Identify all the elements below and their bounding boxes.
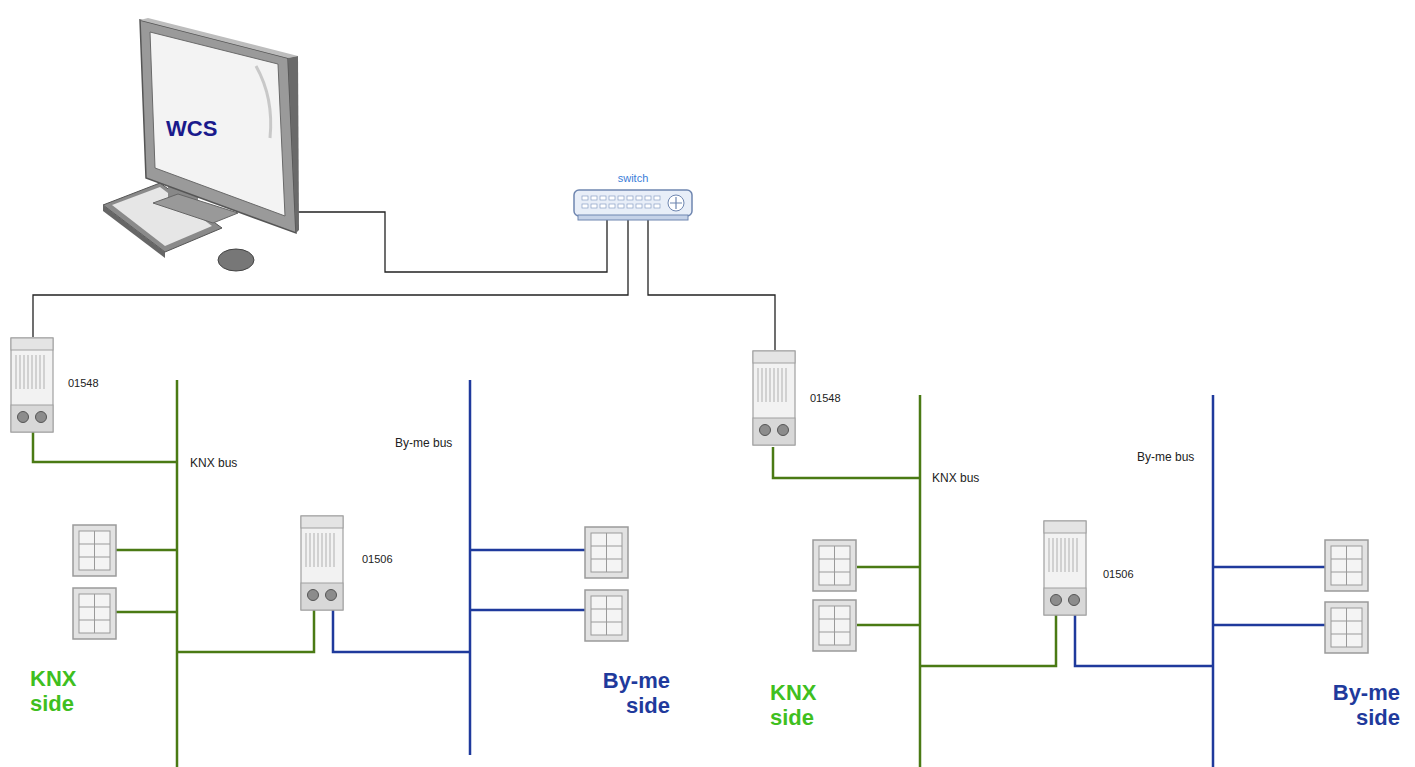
din-module <box>1043 520 1087 616</box>
workstation-monitor: WCS <box>138 18 300 240</box>
network-cable <box>298 212 607 272</box>
side-label: KNX side <box>770 680 860 731</box>
keypad <box>585 590 628 641</box>
din-module <box>10 337 54 433</box>
din-module <box>300 515 344 611</box>
switch-shape <box>572 188 694 222</box>
mouse <box>218 249 254 271</box>
gateway-module: 01506 <box>1043 520 1153 616</box>
part-number: 01506 <box>1103 568 1134 580</box>
keypad <box>813 600 856 651</box>
keypad <box>73 525 116 576</box>
device-caption: switch <box>572 172 694 184</box>
keypad <box>813 540 856 591</box>
part-number: 01548 <box>68 377 99 389</box>
keypad <box>1325 602 1368 653</box>
network-cable <box>648 220 775 350</box>
monitor-shape <box>138 18 300 240</box>
keypad <box>73 588 116 639</box>
bus-label: KNX bus <box>190 456 237 470</box>
bus-label: KNX bus <box>932 471 979 485</box>
side-label: By-me side <box>1290 680 1400 731</box>
gateway-module: 01548 <box>10 337 118 433</box>
side-label: By-me side <box>560 668 670 719</box>
part-number: 01506 <box>362 553 393 565</box>
computer-name: WCS <box>166 116 217 142</box>
bus-label: By-me bus <box>1137 450 1194 464</box>
network-cable <box>33 220 628 337</box>
network-switch: switch <box>572 172 694 222</box>
gateway-module: 01506 <box>300 515 412 611</box>
din-module <box>752 350 796 446</box>
bus-label: By-me bus <box>395 436 452 450</box>
keypad <box>1325 540 1368 591</box>
keypad <box>585 527 628 578</box>
gateway-module: 01548 <box>752 350 860 446</box>
side-label: KNX side <box>30 666 120 717</box>
part-number: 01548 <box>810 392 841 404</box>
